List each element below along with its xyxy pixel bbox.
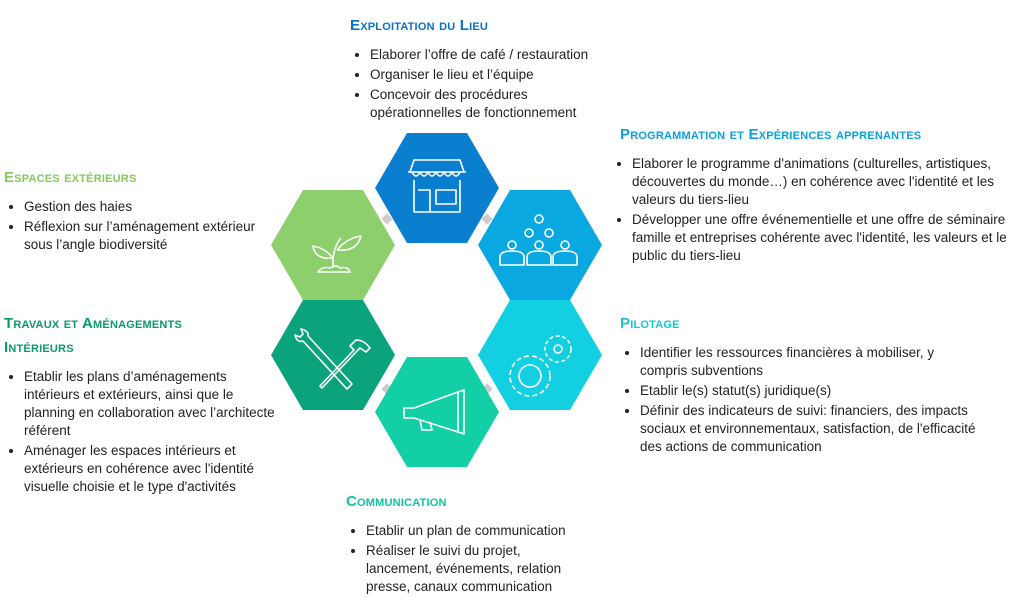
tools-icon [294,328,371,390]
hexagon-espaces [271,190,395,300]
section-title: Communication [346,493,447,510]
hexagon-communication [375,357,499,467]
section-title: Pilotage [620,315,680,332]
section-communication: Communication Etablir un plan de communi… [346,490,586,598]
section-pilotage: Pilotage Identifier les ressources finan… [620,312,980,458]
section-exploitation: Exploitation du Lieu Elaborer l’offre de… [350,14,610,124]
shop-icon [408,159,466,213]
list-item: Développer une offre événementielle et u… [632,211,1015,265]
connector [381,213,393,225]
hexagon-pilotage [478,300,602,410]
section-title: Exploitation du Lieu [350,17,489,34]
list-item: Etablir un plan de communication [366,522,586,540]
list-item: Aménager les espaces intérieurs et extér… [24,442,276,496]
section-espaces: Espaces extérieurs Gestion des haies Réf… [4,166,274,256]
list-item: Identifier les ressources financières à … [640,344,980,380]
connector [481,213,493,225]
section-travaux: Travaux et Aménagements Intérieurs Etabl… [4,312,276,498]
hexagon-exploitation [375,133,499,243]
audience-icon [499,214,578,266]
megaphone-icon [403,389,465,435]
list-item: Réflexion sur l’aménagement extérieur so… [24,218,274,254]
list-item: Etablir les plans d’aménagements intérie… [24,368,276,440]
hexagon-programmation [478,190,602,300]
list-item: Concevoir des procédures opérationnelles… [370,86,610,122]
section-title: Travaux et Aménagements Intérieurs [4,315,183,356]
plant-icon [312,235,362,273]
section-title: Espaces extérieurs [4,169,137,186]
list-item: Gestion des haies [24,198,274,216]
section-programmation: Programmation et Expériences apprenantes… [620,123,1015,267]
list-item: Etablir le(s) statut(s) juridique(s) [640,382,980,400]
list-item: Elaborer le programme d'animations (cult… [632,155,1015,209]
list-item: Définir des indicateurs de suivi: financ… [640,402,980,456]
section-title: Programmation et Expériences apprenantes [620,126,922,143]
list-item: Organiser le lieu et l’équipe [370,66,610,84]
hexagon-travaux [271,300,395,410]
gears-icon [509,335,572,397]
list-item: Réaliser le suivi du projet, lancement, … [366,542,586,596]
list-item: Elaborer l’offre de café / restauration [370,46,610,64]
